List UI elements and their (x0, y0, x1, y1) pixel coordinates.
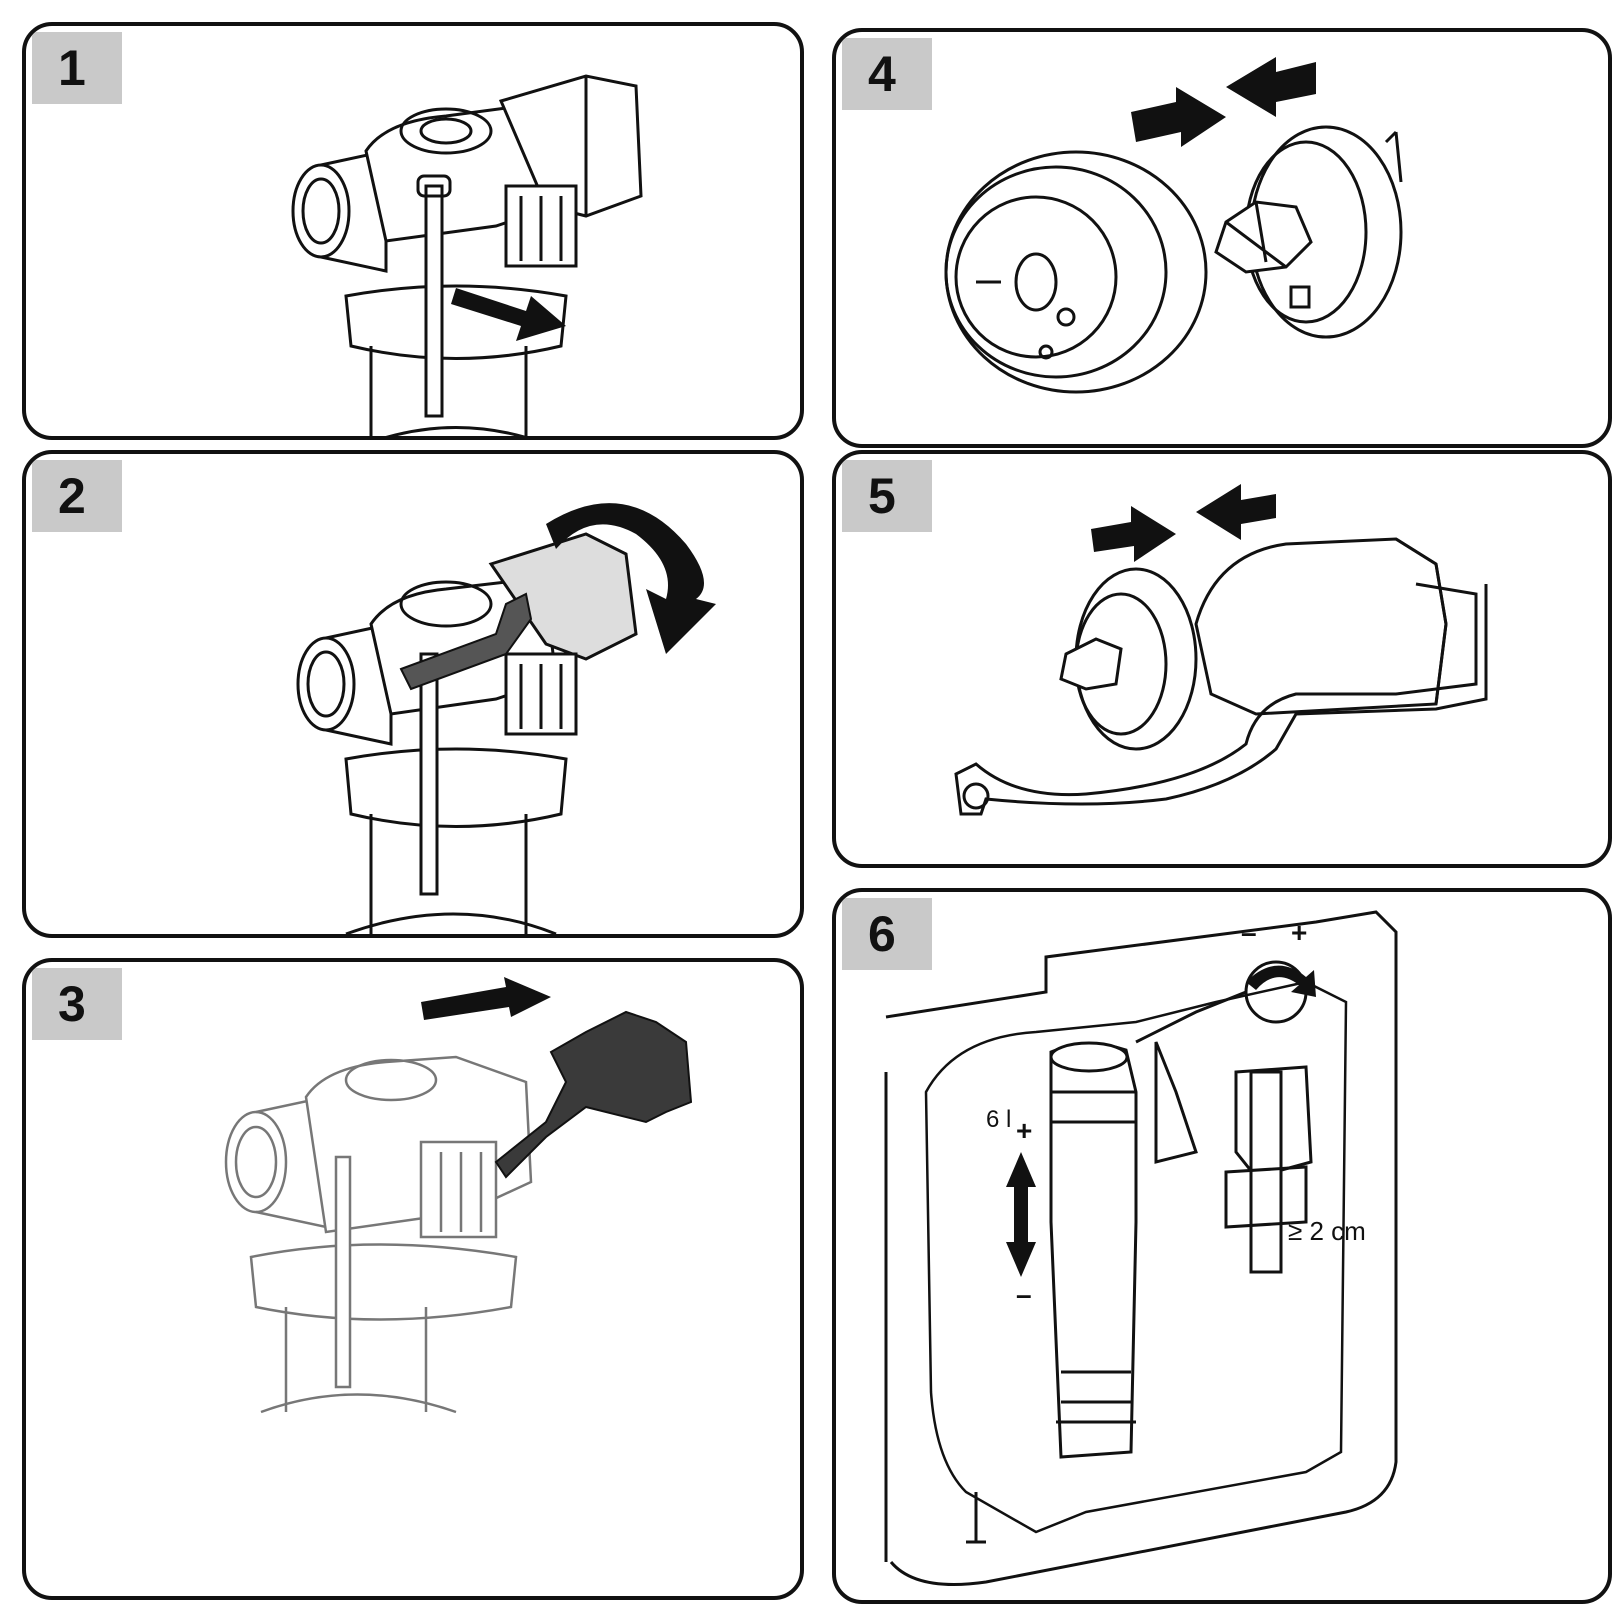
level-plus-label: + (1016, 1115, 1032, 1146)
push-arrow-right (1091, 506, 1176, 562)
panel-step-3: 3 (22, 958, 804, 1600)
valve-illustration (224, 977, 693, 1414)
float-assembly-illustration (954, 484, 1488, 816)
rotate-arrow (546, 503, 716, 654)
volume-label: 6 l (986, 1106, 1011, 1133)
push-arrow-left (1226, 57, 1316, 117)
dial-plus-label: + (1291, 917, 1307, 948)
slide-arrow (421, 977, 551, 1020)
step-number-tag: 6 (842, 898, 932, 970)
handle-dark (399, 592, 533, 691)
level-minus-label: – (1016, 1279, 1032, 1310)
pull-arrow (451, 288, 566, 341)
panel-step-2: 2 (22, 450, 804, 938)
panel-step-6: 6 – + 6 l (832, 888, 1612, 1604)
panel-step-4: 4 (832, 28, 1612, 448)
panel-step-1: 1 (22, 22, 804, 440)
push-arrow-right (1131, 87, 1226, 147)
push-arrow-left (1196, 484, 1276, 540)
step-number-tag: 1 (32, 32, 122, 104)
dial-rotate-arrow (1246, 965, 1316, 997)
cistern-illustration: – + 6 l + – ≥ 2 cm (884, 910, 1398, 1586)
dial-minus-label: – (1241, 917, 1257, 948)
float-part-dark (494, 1010, 693, 1179)
step-number-tag: 5 (842, 460, 932, 532)
valve-illustration (296, 503, 716, 934)
adjust-double-arrow (1006, 1152, 1036, 1277)
panel-step-5: 5 (832, 450, 1612, 868)
step-number-tag: 4 (842, 38, 932, 110)
distance-label: ≥ 2 cm (1288, 1216, 1366, 1246)
step-number-tag: 3 (32, 968, 122, 1040)
valve-illustration (291, 74, 643, 436)
step-number-tag: 2 (32, 460, 122, 532)
membrane-illustration (944, 57, 1403, 394)
